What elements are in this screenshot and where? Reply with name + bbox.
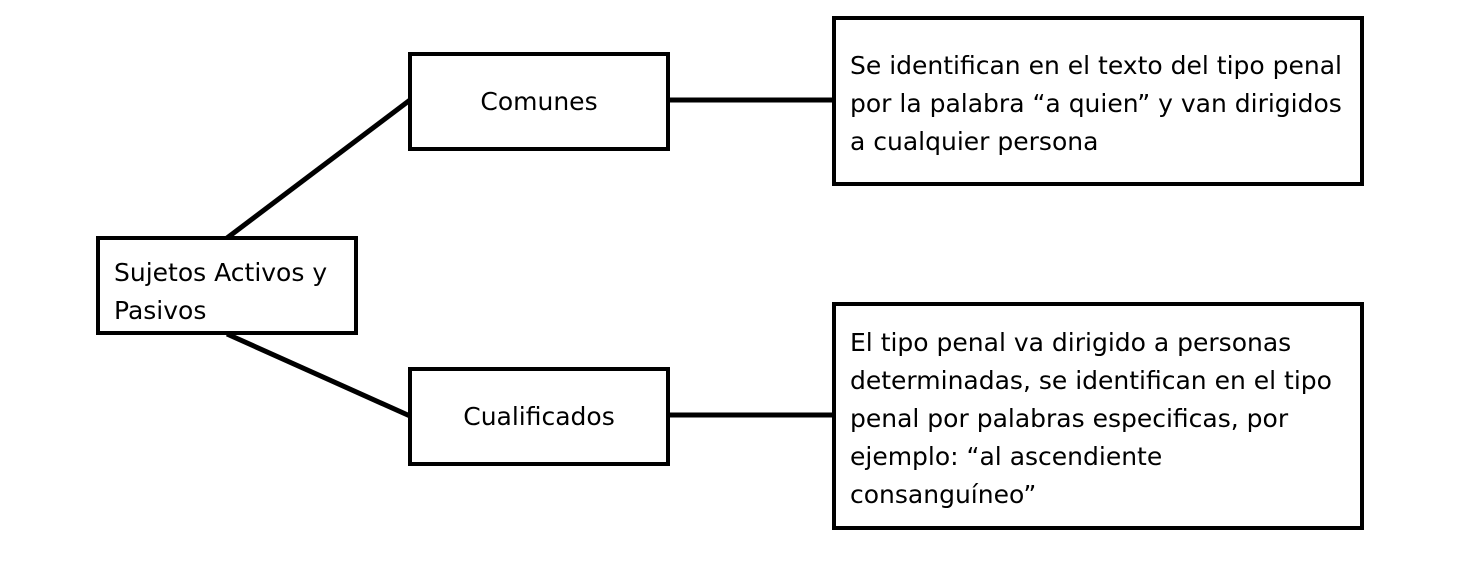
description-comunes-text: Se identifican en el texto del tipo pena… [850, 51, 1342, 156]
connector-root-to-comunes [225, 98, 412, 240]
branch-node-cualificados-label: Cualificados [463, 401, 615, 431]
description-cualificados-text: El tipo penal va dirigido a personas det… [850, 328, 1332, 509]
branch-node-cualificados: Cualificados [408, 367, 670, 466]
connector-root-to-cualificados [225, 331, 412, 419]
description-node-cualificados: El tipo penal va dirigido a personas det… [832, 302, 1364, 530]
description-node-comunes: Se identifican en el texto del tipo pena… [832, 16, 1364, 186]
root-node: Sujetos Activos y Pasivos [96, 236, 358, 335]
branch-node-comunes: Comunes [408, 52, 670, 151]
root-node-label: Sujetos Activos y Pasivos [114, 258, 328, 325]
branch-node-comunes-label: Comunes [480, 86, 598, 116]
